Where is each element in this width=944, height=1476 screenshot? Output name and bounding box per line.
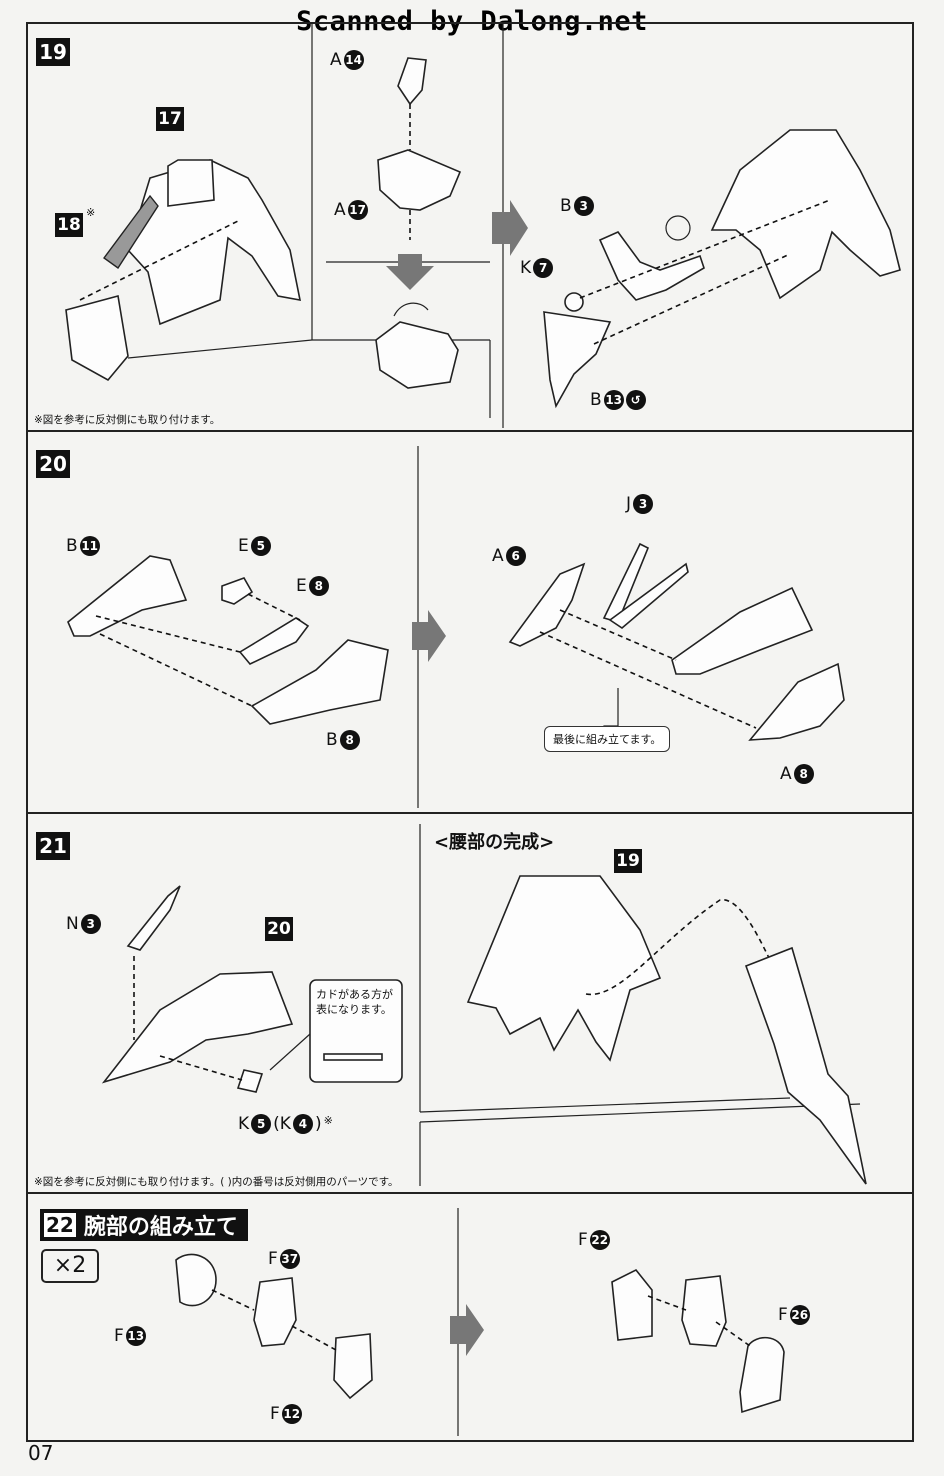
part-number-badge: 3 — [80, 914, 101, 934]
part-label-letter: B — [590, 390, 602, 410]
part-number-badge: 12 — [281, 1404, 302, 1424]
part-label-letter: A — [780, 764, 792, 784]
part-label-letter: K — [238, 1114, 250, 1134]
step-20-number: 20 — [36, 450, 70, 478]
part-label-e5: E 5 — [238, 536, 271, 556]
part-label-f13: F 13 — [114, 1326, 146, 1346]
part-label-letter: N — [66, 914, 79, 934]
part-number-badge: 14 — [343, 50, 364, 70]
subassembly-18-ref: 18 — [55, 213, 83, 237]
alt-part-close: ) — [314, 1114, 322, 1134]
flow-arrow-19 — [492, 200, 528, 256]
part-label-letter: B — [66, 536, 78, 556]
part-label-b3: B 3 — [560, 196, 594, 216]
part-number-badge: 3 — [573, 196, 594, 216]
flow-arrow-22 — [450, 1304, 484, 1356]
part-number-badge: 8 — [308, 576, 329, 596]
part-label-f26: F 26 — [778, 1305, 810, 1325]
part-label-k7: K 7 — [520, 258, 554, 278]
part-label-letter: F — [268, 1249, 278, 1269]
part-number-badge: 8 — [793, 764, 814, 784]
part-label-f12: F 12 — [270, 1404, 302, 1424]
subassembly-17-ref: 17 — [156, 107, 184, 131]
part-label-letter: E — [296, 576, 307, 596]
alt-part-asterisk: ※ — [323, 1114, 333, 1127]
alt-part-open: (K — [273, 1114, 291, 1134]
ref-18-asterisk: ※ — [86, 206, 96, 219]
step-21-note: ※図を参考に反対側にも取り付けます。( )内の番号は反対側用のパーツです。 — [34, 1176, 399, 1188]
part-label-letter: F — [114, 1326, 124, 1346]
step-22-header: 22 腕部の組み立て — [40, 1209, 248, 1241]
waist-complete-title: <腰部の完成> — [434, 832, 555, 853]
part-number-badge: 7 — [533, 258, 554, 278]
part-label-n3: N 3 — [66, 914, 101, 934]
part-label-letter: A — [334, 200, 346, 220]
part-number-badge: 26 — [789, 1305, 810, 1325]
part-label-letter: B — [560, 196, 572, 216]
assemble-last-callout: 最後に組み立てます。 — [544, 726, 671, 752]
step-19-number: 19 — [36, 38, 70, 66]
part-label-j3: J 3 — [626, 494, 654, 514]
part-label-f37: F 37 — [268, 1249, 300, 1269]
part-label-a17: A 17 — [334, 200, 368, 220]
quantity-multiplier: ×2 — [41, 1249, 99, 1283]
part-number-badge: 6 — [505, 546, 526, 566]
part-number-badge: 8 — [339, 730, 360, 750]
part-number-badge: 11 — [79, 536, 100, 556]
part-label-k5: K 5 (K 4 ) ※ — [238, 1114, 333, 1134]
part-label-letter: F — [578, 1230, 588, 1250]
part-label-letter: A — [492, 546, 504, 566]
part-number-badge: 17 — [347, 200, 368, 220]
edge-face-callout-line2: 表になります。 — [316, 1003, 392, 1016]
rotate-icon: ↺ — [625, 390, 646, 410]
part-number-badge: 22 — [589, 1230, 610, 1250]
part-number-badge: 13 — [603, 390, 624, 410]
step-22-number: 22 — [42, 1211, 78, 1239]
part-label-b11: B 11 — [66, 536, 100, 556]
subassembly-20-ref: 20 — [265, 917, 293, 941]
part-number-badge: 13 — [125, 1326, 146, 1346]
part-label-letter: F — [778, 1305, 788, 1325]
part-label-a6: A 6 — [492, 546, 526, 566]
edge-face-callout-line1: カドがある方が — [316, 988, 393, 1001]
part-label-a8: A 8 — [780, 764, 814, 784]
part-label-b13: B 13 ↺ — [590, 390, 646, 410]
part-number-badge: 37 — [279, 1249, 300, 1269]
part-label-e8: E 8 — [296, 576, 329, 596]
part-label-letter: E — [238, 536, 249, 556]
part-number-badge: 5 — [250, 536, 271, 556]
scan-watermark: Scanned by Dalong.net — [296, 6, 648, 37]
part-label-a14: A 14 — [330, 50, 364, 70]
part-label-b8: B 8 — [326, 730, 360, 750]
subassembly-19-ref: 19 — [614, 849, 642, 873]
part-label-f22: F 22 — [578, 1230, 610, 1250]
part-label-letter: K — [520, 258, 532, 278]
flow-arrow-20 — [412, 610, 446, 662]
step-19-note: ※図を参考に反対側にも取り付けます。 — [34, 414, 221, 426]
step-21-number: 21 — [36, 832, 70, 860]
alt-part-number-badge: 4 — [292, 1114, 313, 1134]
part-number-badge: 5 — [251, 1114, 272, 1134]
step-22-frame — [26, 1192, 914, 1442]
part-label-letter: A — [330, 50, 342, 70]
part-label-letter: J — [626, 494, 632, 514]
step-22-title: 腕部の組み立て — [83, 1215, 238, 1240]
part-label-letter: B — [326, 730, 338, 750]
page-number: 07 — [28, 1441, 54, 1465]
part-label-letter: F — [270, 1404, 280, 1424]
part-number-badge: 3 — [633, 494, 654, 514]
